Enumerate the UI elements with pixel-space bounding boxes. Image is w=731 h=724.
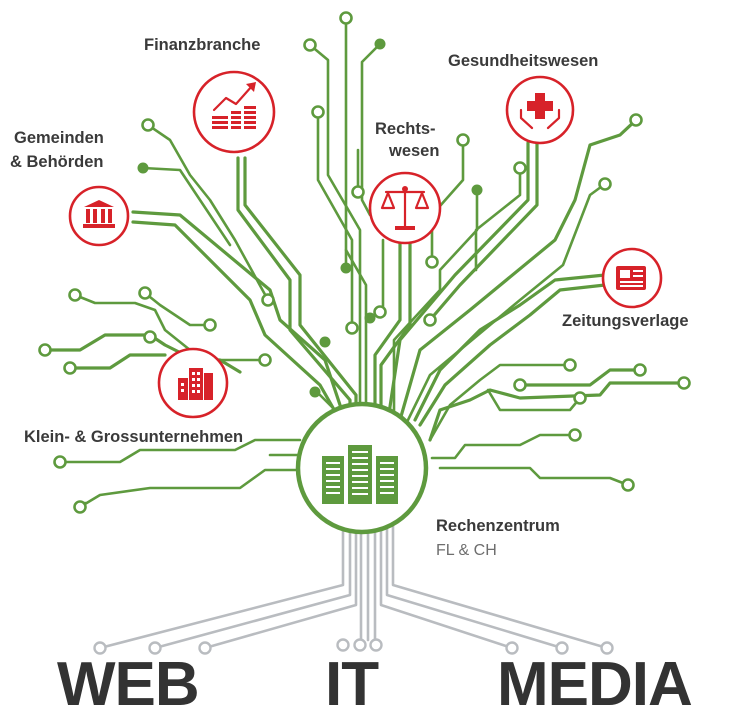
finance-chart-icon (192, 70, 276, 154)
office-buildings-icon (157, 347, 229, 419)
healthcare-hands-cross-icon (505, 75, 575, 145)
label-rechtswesen-line2: wesen (389, 142, 440, 160)
label-klein-grossunternehmen: Klein- & Grossunternehmen (24, 428, 244, 446)
government-building-icon (68, 185, 130, 247)
branch-terminals (38, 11, 691, 514)
label-gemeinden-line2: & Behörden (10, 153, 104, 171)
scales-of-justice-icon (368, 171, 442, 245)
roots (93, 513, 614, 655)
footer-it: IT (325, 650, 379, 719)
label-zeitungsverlage: Zeitungsverlage (562, 312, 689, 330)
label-gemeinden-line1: Gemeinden (14, 129, 104, 147)
label-finanzbranche: Finanzbranche (144, 36, 261, 54)
label-rechenzentrum-location: FL & CH (436, 542, 497, 559)
branch-junctions (137, 38, 483, 398)
server-racks-icon (295, 401, 429, 535)
footer-media: MEDIA (497, 650, 693, 719)
label-rechtswesen-line1: Rechts- (375, 120, 436, 138)
label-rechenzentrum: Rechenzentrum (436, 517, 560, 535)
label-gesundheitswesen: Gesundheitswesen (448, 52, 599, 70)
branches (43, 16, 686, 509)
footer-web: WEB (57, 650, 200, 719)
newspaper-icon (601, 247, 663, 309)
